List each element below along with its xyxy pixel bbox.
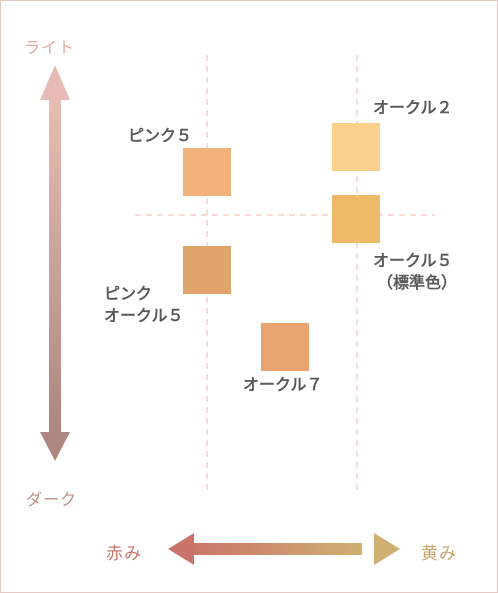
label-ochre7: オークル７ xyxy=(243,374,323,396)
swatch-ochre7 xyxy=(261,323,309,371)
label-line: オークル５ xyxy=(104,306,184,325)
label-line: ピンク xyxy=(104,284,153,303)
label-ochre5: オークル５ （標準色） xyxy=(373,250,457,294)
vertical-axis-arrow xyxy=(40,65,70,461)
label-line: オークル７ xyxy=(243,375,323,394)
horizontal-axis-arrow xyxy=(168,533,400,565)
axis-label-yellowish: 黄み xyxy=(421,544,457,564)
swatch-ochre5 xyxy=(332,195,380,243)
swatch-pink5 xyxy=(183,148,231,196)
swatch-ochre2 xyxy=(332,123,380,171)
label-pink-ochre5: ピンク オークル５ xyxy=(104,283,184,327)
label-line: オークル５ xyxy=(373,251,453,270)
label-pink5: ピンク５ xyxy=(128,125,192,147)
label-line: （標準色） xyxy=(377,273,458,292)
label-line: ピンク５ xyxy=(128,126,193,145)
axis-label-reddish: 赤み xyxy=(106,544,142,564)
label-line: オークル２ xyxy=(373,98,453,117)
axis-label-dark: ダーク xyxy=(26,490,78,509)
label-ochre2: オークル２ xyxy=(373,97,453,119)
axis-label-light: ライト xyxy=(24,38,76,57)
swatch-pink-ochre5 xyxy=(183,246,231,294)
